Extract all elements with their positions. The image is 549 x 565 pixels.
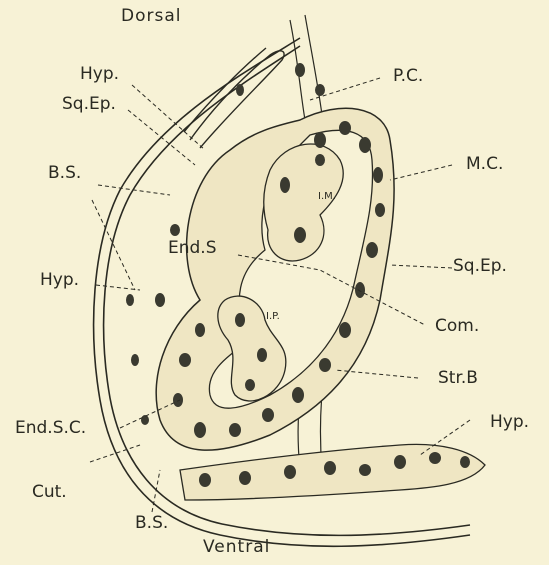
hyp-left-label: Hyp. [40,272,79,289]
com-label: Com. [435,318,479,335]
sq-ep-right-label: Sq.Ep. [453,258,507,275]
cut-label: Cut. [32,484,67,501]
bs-left-label: B.S. [48,165,81,182]
dorsal-label: Dorsal [121,8,181,25]
hyp-right-label: Hyp. [490,414,529,431]
mc-label: M.C. [466,156,503,173]
pc-label: P.C. [393,68,423,85]
str-b-label: Str.B [438,370,478,387]
ventral-label: Ventral [203,539,270,556]
sq-ep-left-label: Sq.Ep. [62,96,116,113]
hyp-top-label: Hyp. [80,66,119,83]
im-label: I.M. [318,192,336,202]
ip-label: I.P. [266,312,280,322]
end-sc-label: End.S.C. [15,420,86,437]
end-s-label: End.S [168,240,217,257]
bs-bottom-label: B.S. [135,515,168,532]
